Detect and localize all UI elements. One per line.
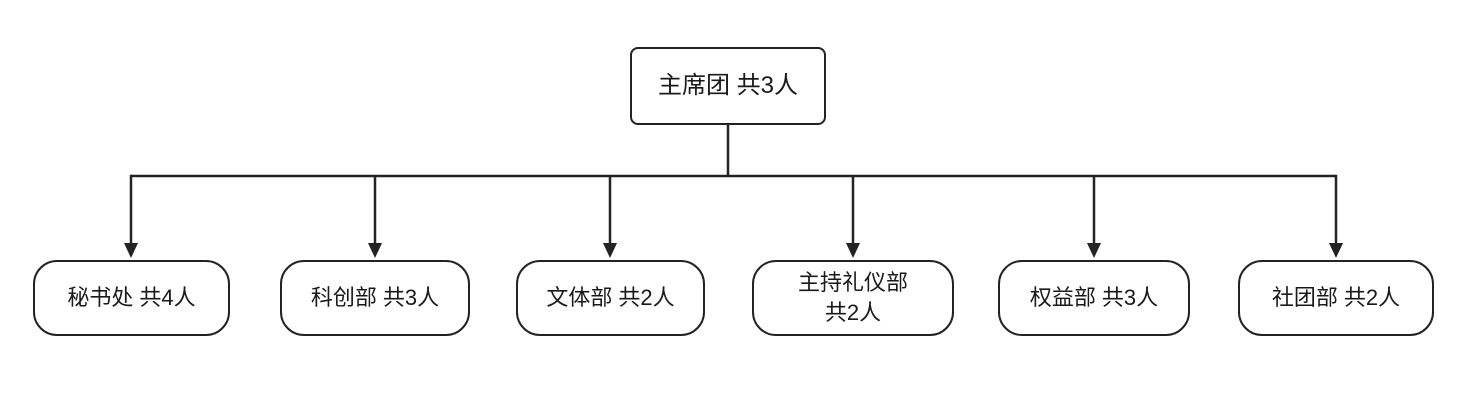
org-node-label-line1: 主持礼仪部	[797, 270, 908, 296]
org-node-label: 社团部 共2人	[1271, 285, 1401, 311]
org-node-label: 文体部 共2人	[546, 285, 675, 311]
org-node-label-line2: 共2人	[824, 300, 882, 325]
org-node-hosting-etiquette: 主持礼仪部 共2人	[752, 260, 954, 336]
org-node-label: 权益部 共3人	[1029, 285, 1159, 311]
org-node-label: 秘书处 共4人	[67, 285, 196, 311]
org-node-secretariat: 秘书处 共4人	[33, 260, 230, 336]
org-node-sci-innovation: 科创部 共3人	[280, 260, 470, 336]
org-node-rights: 权益部 共3人	[998, 260, 1190, 336]
org-node-label: 科创部 共3人	[310, 285, 440, 311]
org-node-root: 主席团 共3人	[630, 47, 826, 125]
arrowheads	[124, 243, 1343, 258]
org-node-root-label: 主席团 共3人	[657, 71, 798, 99]
org-node-clubs: 社团部 共2人	[1238, 260, 1434, 336]
org-node-culture-sports: 文体部 共2人	[516, 260, 705, 336]
